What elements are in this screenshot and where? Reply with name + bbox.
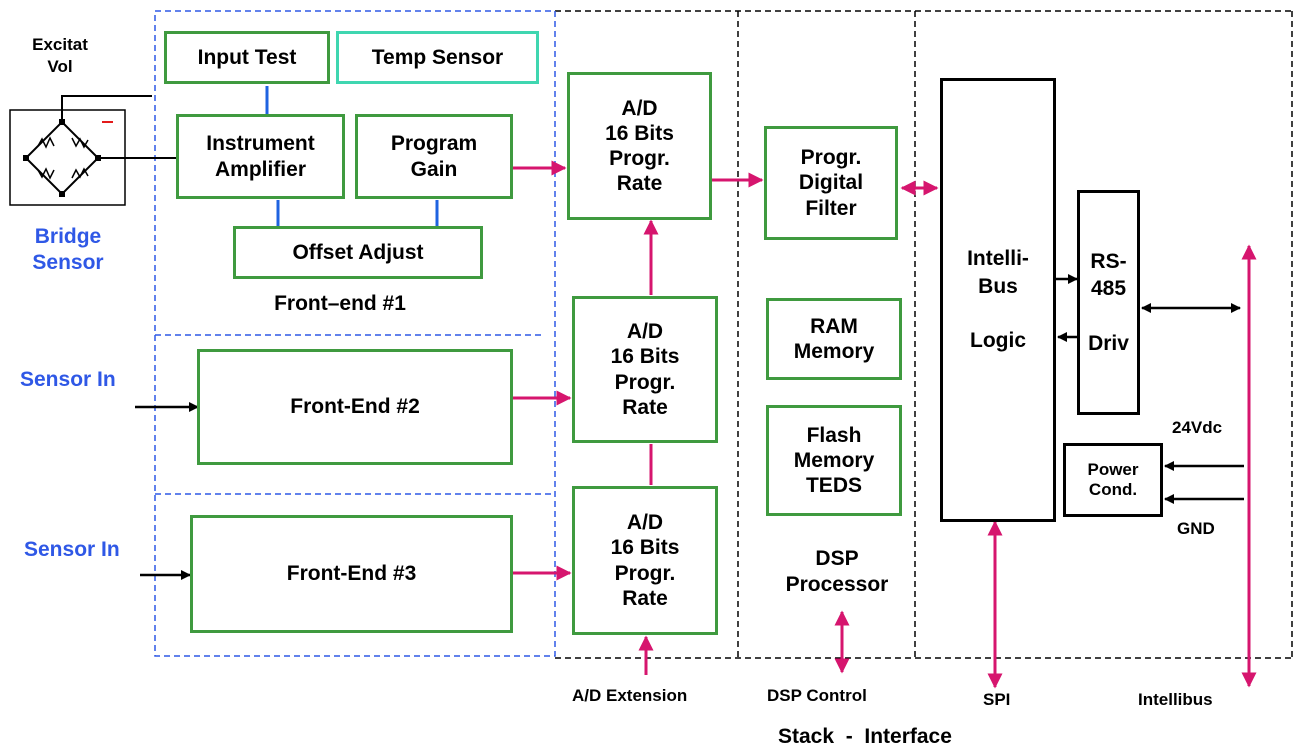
sensor-input-arrows: [135, 402, 199, 580]
intellibus-label: Intellibus: [1138, 690, 1213, 709]
vdc-label: 24Vdc: [1172, 418, 1223, 437]
digital-filter-block: Progr. Digital Filter: [764, 126, 898, 240]
signal-arrows: [513, 160, 1257, 689]
front-end-3-label: Front-End #3: [286, 562, 417, 586]
intellibus-logic-block: Intelli- Bus Logic: [940, 78, 1056, 522]
front-end-1-title: Front–end #1: [274, 292, 406, 315]
power-cond-label: Power Cond.: [1087, 459, 1139, 499]
bridge-sensor-label: Bridge Sensor: [32, 225, 104, 275]
adc-2-label: A/D 16 Bits Progr. Rate: [610, 320, 680, 419]
instrument-amplifier-block: Instrument Amplifier: [176, 114, 345, 199]
front-end-2-label: Front-End #2: [290, 395, 420, 419]
ram-memory-label: RAM Memory: [793, 314, 875, 363]
input-test-label: Input Test: [197, 45, 297, 69]
flash-memory-label: Flash Memory TEDS: [793, 423, 875, 498]
front-end-2-block: Front-End #2: [197, 349, 513, 465]
input-test-block: Input Test: [164, 31, 330, 84]
offset-adjust-block: Offset Adjust: [233, 226, 483, 279]
intellibus-logic-label: Intelli- Bus Logic: [967, 247, 1029, 353]
offset-adjust-label: Offset Adjust: [292, 240, 424, 264]
temp-sensor-block: Temp Sensor: [336, 31, 539, 84]
adc-3-block: A/D 16 Bits Progr. Rate: [572, 486, 718, 635]
bridge-sensor-symbol: [9, 109, 126, 206]
adc-1-label: A/D 16 Bits Progr. Rate: [605, 96, 674, 196]
front-end-1-wires: [265, 86, 439, 228]
dsp-processor-label: DSP Processor: [785, 547, 889, 597]
program-gain-label: Program Gain: [390, 132, 478, 181]
adc-1-block: A/D 16 Bits Progr. Rate: [567, 72, 712, 220]
excitation-voltage-label: Excitat Vol: [32, 35, 88, 77]
temp-sensor-label: Temp Sensor: [371, 45, 504, 69]
ram-memory-block: RAM Memory: [766, 298, 902, 380]
bus-arrows: [1056, 274, 1244, 504]
sensor-wires: [61, 95, 178, 159]
adc-3-label: A/D 16 Bits Progr. Rate: [610, 511, 680, 610]
stack-partition-lines: [555, 10, 1293, 659]
spi-label: SPI: [983, 690, 1011, 709]
dsp-control-label: DSP Control: [767, 686, 867, 705]
front-end-partitions: [154, 10, 556, 657]
rs485-driver-block: RS- 485 Driv: [1077, 190, 1140, 415]
front-end-3-block: Front-End #3: [190, 515, 513, 633]
ad-extension-label: A/D Extension: [572, 686, 688, 705]
power-cond-block: Power Cond.: [1063, 443, 1163, 517]
instrument-amplifier-label: Instrument Amplifier: [206, 132, 315, 181]
stack-interface-label: Stack - Interface: [778, 725, 952, 748]
gnd-label: GND: [1177, 519, 1215, 538]
digital-filter-label: Progr. Digital Filter: [798, 146, 864, 220]
flash-memory-block: Flash Memory TEDS: [766, 405, 902, 516]
sensor-in-label-3: Sensor In: [24, 538, 120, 561]
program-gain-block: Program Gain: [355, 114, 513, 199]
sensor-in-label-2: Sensor In: [20, 368, 116, 391]
rs485-driver-label: RS- 485 Driv: [1088, 249, 1129, 355]
adc-2-block: A/D 16 Bits Progr. Rate: [572, 296, 718, 443]
